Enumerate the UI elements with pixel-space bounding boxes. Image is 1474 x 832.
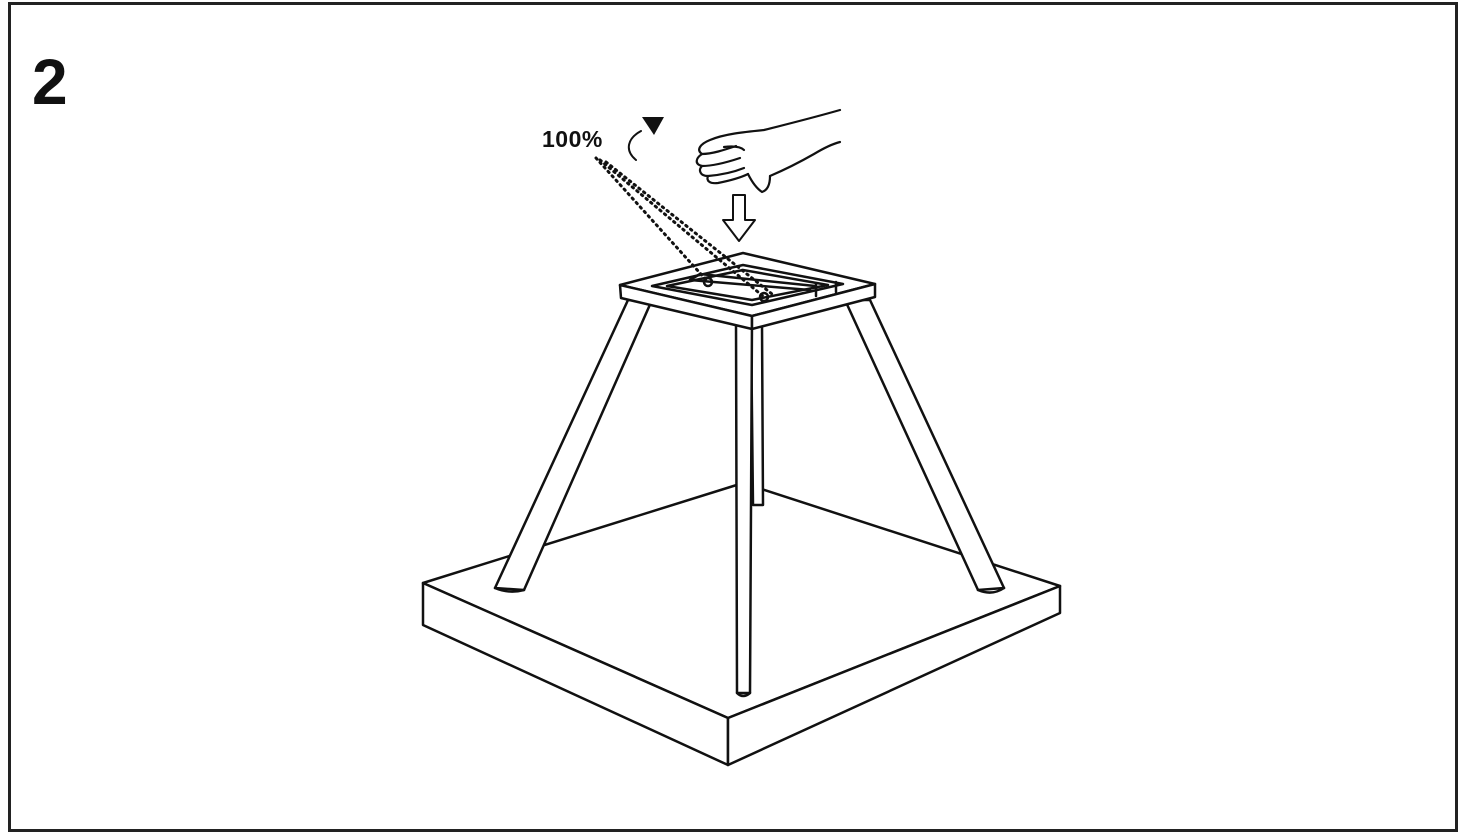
down-arrow-icon: [722, 194, 756, 242]
seat-frame: [618, 251, 877, 331]
front-leg: [734, 318, 754, 698]
assembly-illustration: [421, 108, 1062, 767]
instruction-panel: 2: [8, 2, 1458, 832]
step-number: 2: [32, 46, 68, 118]
clockwise-turn-arrow-icon: [627, 117, 664, 161]
hand-icon: [695, 108, 842, 194]
torque-label: 100%: [542, 126, 603, 152]
screw-guide-lines: [594, 156, 774, 299]
